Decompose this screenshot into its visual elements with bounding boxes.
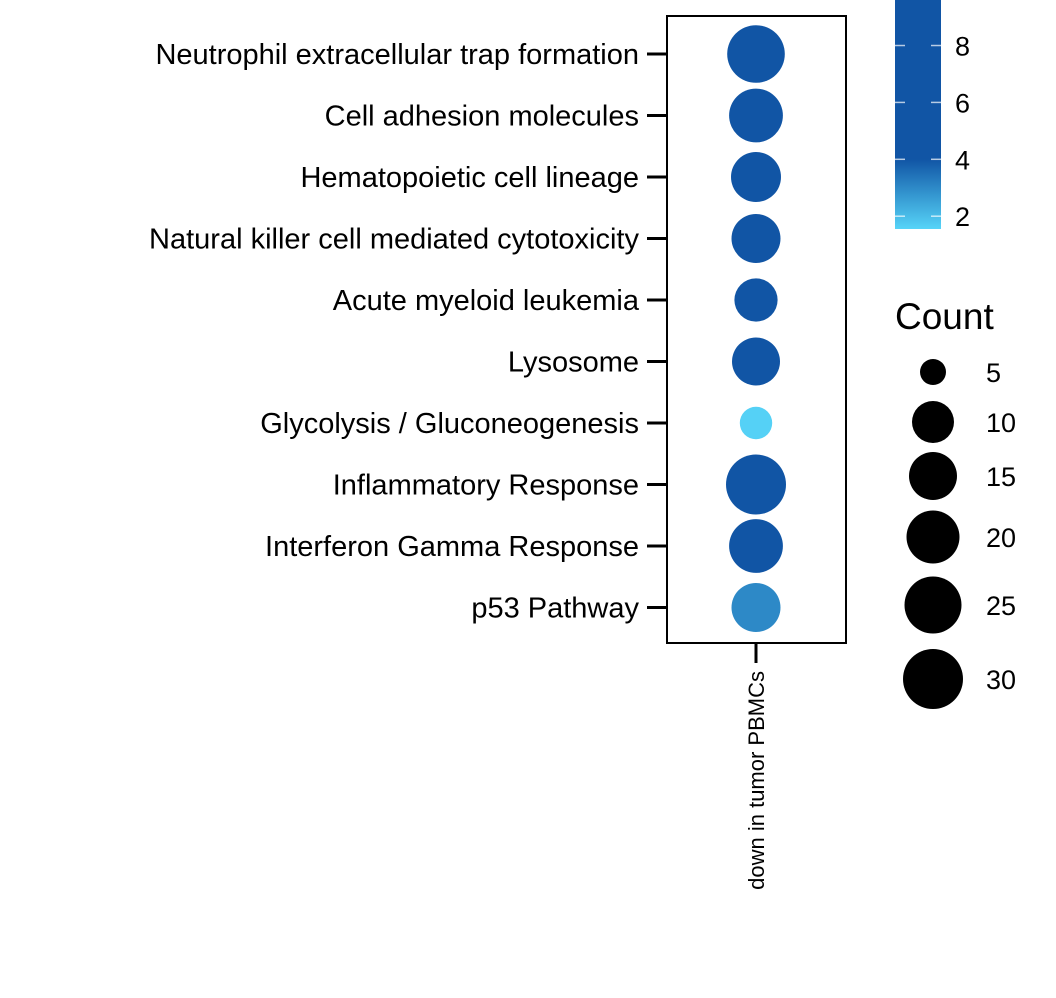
color-legend: 2 4 6 8 (895, 0, 970, 232)
colorbar-tick-label: 6 (955, 88, 970, 118)
size-legend-dot (906, 510, 960, 564)
y-tick-label: p53 Pathway (471, 593, 639, 625)
size-legend-label: 25 (986, 591, 1016, 621)
y-tick-label: Cell adhesion molecules (325, 101, 639, 133)
size-legend-dot (904, 576, 962, 634)
size-legend-label: 30 (986, 665, 1016, 695)
size-legend-dot (903, 649, 963, 709)
y-tick-label: Interferon Gamma Response (265, 531, 639, 563)
colorbar-tick-label: 2 (955, 202, 970, 232)
y-tick-label: Acute myeloid leukemia (333, 285, 640, 317)
size-legend-label: 5 (986, 358, 1001, 388)
dot (731, 583, 781, 632)
y-tick-label: Neutrophil extracellular trap formation (155, 39, 639, 71)
size-legend-dot (909, 452, 957, 500)
dot (739, 406, 773, 440)
x-axis: down in tumor PBMCs (744, 643, 769, 890)
y-tick-label: Glycolysis / Gluconeogenesis (260, 408, 639, 440)
size-legend: Count 5 10 15 20 25 30 (895, 296, 1016, 709)
dots (726, 25, 786, 632)
size-legend-dot (912, 401, 954, 443)
dot (729, 88, 783, 143)
dot (727, 25, 785, 83)
dot (732, 337, 780, 386)
dot (734, 278, 778, 322)
size-legend-title: Count (895, 296, 994, 337)
size-legend-dot (920, 359, 946, 385)
y-tick-label: Inflammatory Response (333, 470, 639, 502)
colorbar (895, 0, 941, 229)
size-legend-label: 20 (986, 523, 1016, 553)
y-tick-label: Lysosome (508, 347, 639, 379)
y-axis-labels: Neutrophil extracellular trap formationC… (149, 39, 667, 625)
dot (729, 519, 783, 573)
dot (726, 454, 786, 515)
size-legend-label: 15 (986, 462, 1016, 492)
x-tick-label: down in tumor PBMCs (744, 671, 769, 890)
y-tick-label: Natural killer cell mediated cytotoxicit… (149, 224, 639, 256)
size-legend-label: 10 (986, 408, 1016, 438)
dot (731, 214, 781, 263)
colorbar-tick-label: 4 (955, 145, 970, 175)
y-tick-label: Hematopoietic cell lineage (300, 162, 639, 194)
dot (731, 152, 781, 202)
colorbar-tick-label: 8 (955, 32, 970, 62)
